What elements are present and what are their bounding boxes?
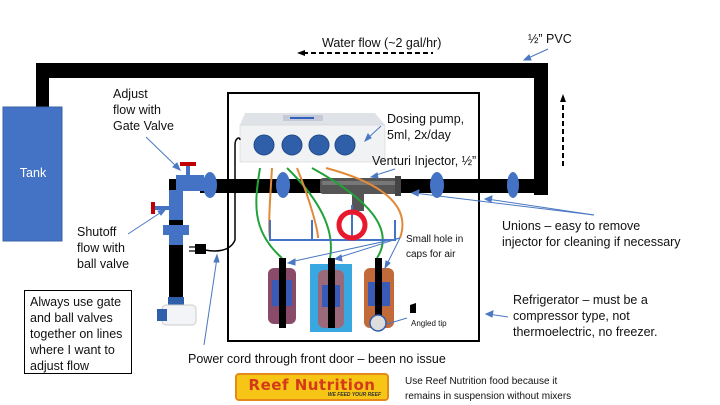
power-cord-label: Power cord through front door – been no … bbox=[188, 352, 446, 366]
venturi-injector bbox=[320, 176, 401, 211]
flow-arrow-left bbox=[297, 50, 433, 56]
pump-head-3 bbox=[308, 134, 330, 156]
ball-valve bbox=[151, 190, 189, 245]
dosing-pump-line-1: Dosing pump, bbox=[387, 112, 465, 126]
note-line-1: Always use gate bbox=[30, 295, 122, 309]
pipe-right-vertical bbox=[534, 63, 548, 195]
tank-label: Tank bbox=[19, 166, 47, 180]
shutoff-label: Shutoff flow with ball valve bbox=[77, 224, 129, 272]
note-line-2: and ball valves bbox=[30, 311, 113, 325]
food-note: Use Reef Nutrition food because it remai… bbox=[405, 374, 571, 404]
dosing-pump bbox=[239, 113, 386, 163]
refrigerator-outline bbox=[227, 92, 480, 342]
adjust-flow-line-3: Gate Valve bbox=[113, 119, 174, 133]
union-right-2 bbox=[507, 172, 519, 198]
note-line-3: together on lines bbox=[30, 327, 123, 341]
return-pump bbox=[157, 297, 197, 326]
adjust-flow-label: Adjust flow with Gate Valve bbox=[113, 86, 174, 134]
dosing-pump-label: Dosing pump, 5ml, 2x/day bbox=[387, 111, 464, 143]
venturi-label: Venturi Injector, ½” bbox=[372, 154, 477, 168]
refrigerator-line-3: thermoelectric, no freezer. bbox=[513, 325, 658, 339]
adjust-flow-line-1: Adjust bbox=[113, 87, 148, 101]
small-hole-label: Small hole in caps for air bbox=[406, 232, 463, 262]
logo-brand: Reef Nutrition bbox=[248, 376, 376, 394]
pvc-label: ½” PVC bbox=[528, 32, 572, 46]
reef-nutrition-logo: Reef Nutrition WE FEED YOUR REEF bbox=[235, 373, 389, 401]
pointer-arrows bbox=[127, 48, 595, 346]
dosing-pump-line-2: 5ml, 2x/day bbox=[387, 128, 451, 142]
valve-note-box: Always use gate and ball valves together… bbox=[24, 290, 132, 374]
pump-head-2 bbox=[281, 134, 303, 156]
bottle-3 bbox=[364, 258, 394, 332]
shutoff-line-1: Shutoff bbox=[77, 225, 117, 239]
refrigerator-line-2: compressor type, not bbox=[513, 309, 630, 323]
bottle-2 bbox=[310, 258, 352, 332]
angled-tip-shape bbox=[410, 303, 416, 313]
water-flow-label: Water flow (~2 gal/hr) bbox=[322, 36, 442, 50]
union-inside bbox=[276, 172, 290, 198]
flow-arrow-up bbox=[560, 94, 566, 166]
refrigerator-label: Refrigerator – must be a compressor type… bbox=[513, 292, 658, 340]
note-line-5: adjust flow bbox=[30, 359, 90, 373]
food-note-line-1: Use Reef Nutrition food because it bbox=[405, 376, 558, 387]
small-hole-line-1: Small hole in bbox=[406, 234, 464, 245]
note-line-4: where I want to bbox=[30, 343, 115, 357]
pipe-top bbox=[36, 63, 187, 78]
gate-valve bbox=[176, 162, 204, 191]
red-ring bbox=[336, 209, 368, 241]
unions-label: Unions – easy to remove injector for cle… bbox=[502, 218, 681, 250]
bottle-1 bbox=[268, 258, 296, 328]
union-left bbox=[203, 172, 217, 198]
union-right-1 bbox=[430, 172, 444, 198]
pipe-left-vertical bbox=[36, 63, 49, 108]
logo-tagline: WE FEED YOUR REEF bbox=[327, 392, 381, 398]
tank bbox=[2, 106, 63, 242]
refrigerator-line-1: Refrigerator – must be a bbox=[513, 293, 648, 307]
pipe-top-right bbox=[187, 63, 547, 78]
pump-head-4 bbox=[334, 134, 356, 156]
angled-tip-label: Angled tip bbox=[411, 319, 447, 328]
shutoff-line-3: ball valve bbox=[77, 257, 130, 271]
power-cord bbox=[189, 137, 241, 254]
small-hole-line-2: caps for air bbox=[406, 249, 456, 260]
unions-line-2: injector for cleaning if necessary bbox=[502, 235, 681, 249]
shutoff-line-2: flow with bbox=[77, 241, 125, 255]
pump-head-1 bbox=[253, 134, 275, 156]
manifold bbox=[269, 205, 396, 241]
food-note-line-2: remains in suspension without mixers bbox=[405, 391, 572, 402]
unions-line-1: Unions – easy to remove bbox=[502, 219, 641, 233]
adjust-flow-line-2: flow with bbox=[113, 103, 161, 117]
